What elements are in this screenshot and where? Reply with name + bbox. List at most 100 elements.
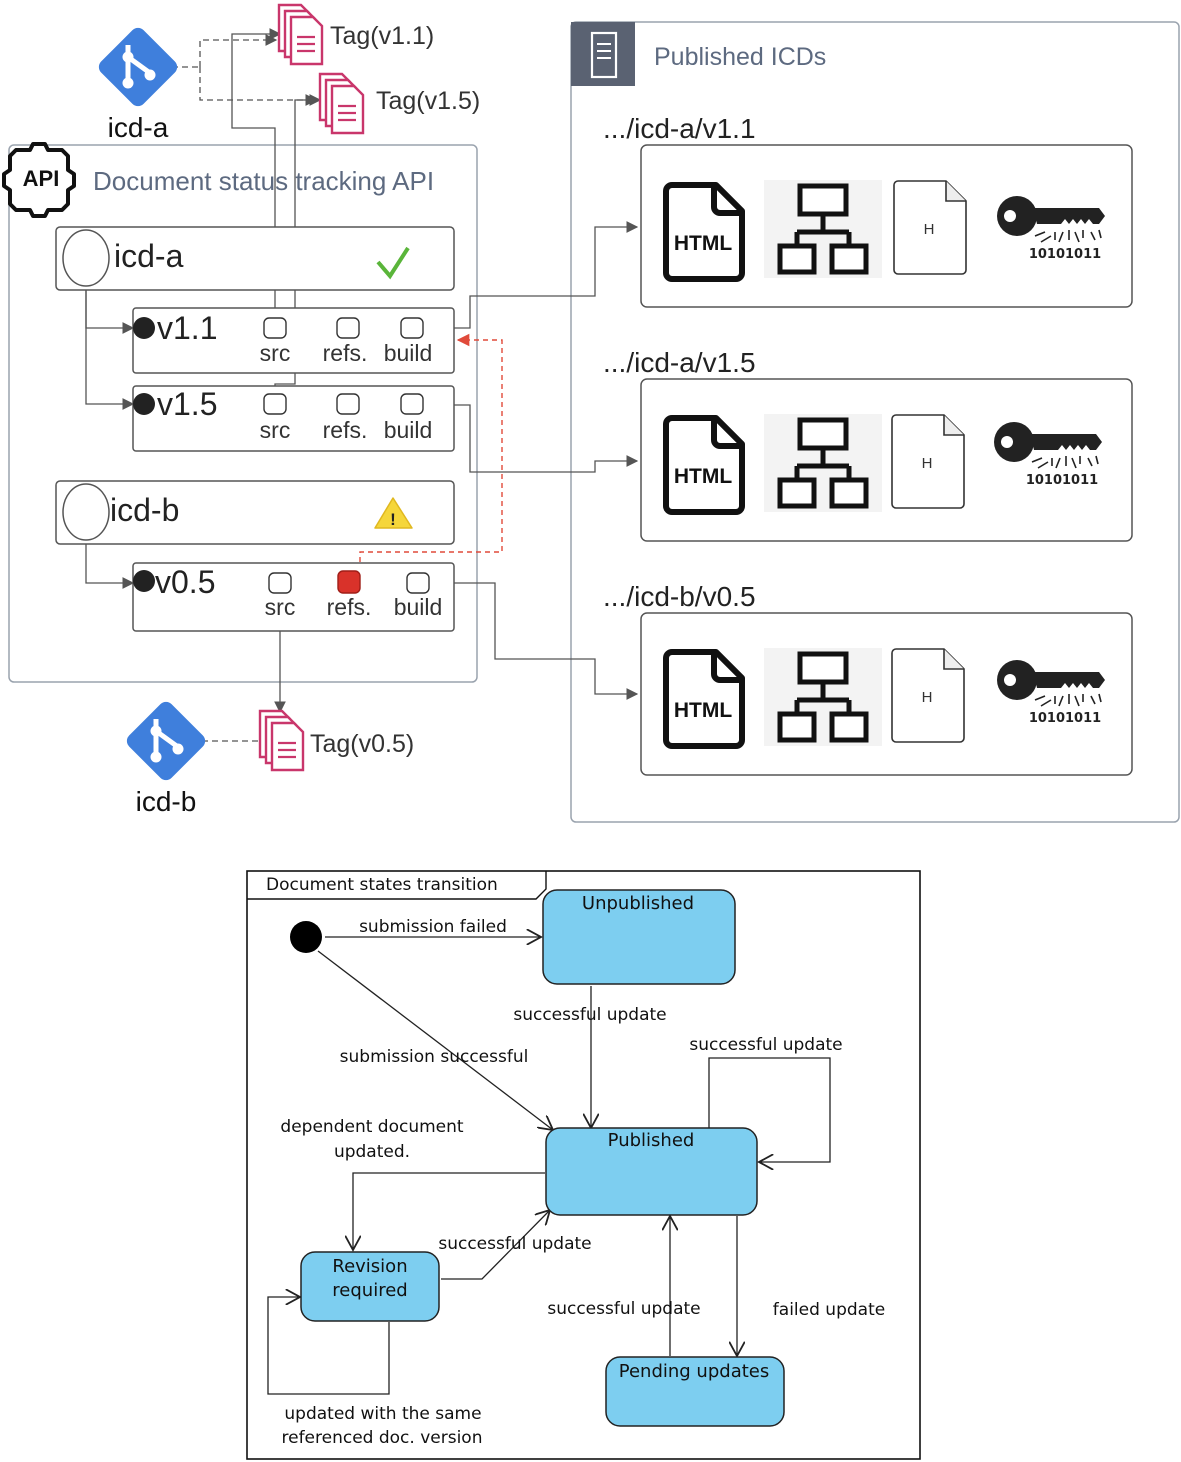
git-repo-icon xyxy=(96,25,181,110)
server-icon xyxy=(590,31,618,79)
doc-name: icd-a xyxy=(114,238,184,274)
header-file-icon: H xyxy=(891,648,965,743)
edge-label: dependent document xyxy=(280,1117,463,1137)
check-label: build xyxy=(394,594,443,620)
check-label: build xyxy=(384,340,433,366)
api-title: Document status tracking API xyxy=(93,166,434,196)
key-icon: 10101011 xyxy=(993,421,1103,488)
src-checkbox[interactable] xyxy=(263,317,287,339)
edge-label: submission failed xyxy=(359,917,507,937)
edge-label: successful update xyxy=(547,1299,700,1319)
edge-label: referenced doc. version xyxy=(282,1428,483,1448)
edge-label: updated with the same xyxy=(284,1404,481,1424)
check-label: refs. xyxy=(327,594,372,620)
edge-self-loop xyxy=(708,1057,831,1162)
sitemap-icon xyxy=(764,648,882,746)
state-unpublished[interactable]: Unpublished xyxy=(542,889,736,985)
state-pending-updates[interactable]: Pending updates xyxy=(605,1356,785,1427)
state-diagram: Document states transition Unpublished P… xyxy=(246,870,921,1460)
html-file-icon: HTML xyxy=(666,652,742,746)
tag-label: Tag(v1.1) xyxy=(330,22,434,50)
warning-icon: ! xyxy=(374,497,413,529)
key-icon: 10101011 xyxy=(996,195,1106,262)
svg-text:HTML: HTML xyxy=(674,699,732,722)
edge-revision-self xyxy=(267,1297,390,1395)
src-checkbox[interactable] xyxy=(268,572,292,594)
check-label: refs. xyxy=(323,417,368,443)
key-icon: 10101011 xyxy=(996,659,1106,726)
svg-text:API: API xyxy=(23,166,60,191)
sitemap-icon xyxy=(764,414,882,512)
tag-icon xyxy=(318,72,365,135)
edge-label: updated. xyxy=(334,1142,410,1162)
svg-text:10101011: 10101011 xyxy=(1029,711,1101,726)
repo-label: icd-a xyxy=(108,112,169,143)
edge-submission-successful xyxy=(317,950,553,1130)
frame-title: Document states transition xyxy=(266,875,498,895)
header-file-icon: H xyxy=(893,180,967,275)
svg-text:required: required xyxy=(332,1280,407,1301)
svg-text:HTML: HTML xyxy=(674,232,732,255)
git-repo-icon xyxy=(124,699,209,784)
refs-checkbox-failed[interactable] xyxy=(337,570,361,594)
edge-label: successful update xyxy=(438,1234,591,1254)
repo-label: icd-b xyxy=(136,786,197,817)
check-label: src xyxy=(260,340,291,366)
edge-label: successful update xyxy=(513,1005,666,1025)
doc-row-icd-b[interactable]: icd-b ! xyxy=(55,480,455,545)
tag-label: Tag(v0.5) xyxy=(310,730,414,758)
svg-text:10101011: 10101011 xyxy=(1026,473,1098,488)
doc-name: icd-b xyxy=(110,492,179,528)
edge-label: successful update xyxy=(689,1035,842,1055)
check-label: src xyxy=(260,417,291,443)
published-path: .../icd-b/v0.5 xyxy=(603,581,756,612)
check-icon xyxy=(376,246,410,280)
svg-text:H: H xyxy=(922,455,933,472)
build-checkbox[interactable] xyxy=(400,393,424,415)
header-file-icon: H xyxy=(891,414,965,509)
published-path: .../icd-a/v1.1 xyxy=(603,113,756,144)
tag-label: Tag(v1.5) xyxy=(376,87,480,115)
build-checkbox[interactable] xyxy=(400,317,424,339)
svg-text:Revision: Revision xyxy=(332,1256,407,1277)
svg-text:Unpublished: Unpublished xyxy=(582,893,694,914)
published-entry[interactable]: .../icd-a/v1.5 HTML H 10101011 xyxy=(603,347,1133,542)
check-label: src xyxy=(265,594,296,620)
edge-revision-published xyxy=(441,1210,550,1280)
doc-row-icd-a[interactable]: icd-a xyxy=(55,226,455,291)
svg-text:Pending updates: Pending updates xyxy=(619,1361,769,1382)
svg-text:Published: Published xyxy=(608,1130,695,1151)
html-file-icon: HTML xyxy=(666,185,742,279)
html-file-icon: HTML xyxy=(666,418,742,512)
refs-checkbox[interactable] xyxy=(336,317,360,339)
api-panel: API Document status tracking API xyxy=(2,142,478,683)
svg-text:!: ! xyxy=(390,510,396,529)
refs-checkbox[interactable] xyxy=(336,393,360,415)
state-revision-required[interactable]: Revision required xyxy=(300,1251,440,1322)
version-label: v0.5 xyxy=(155,564,215,600)
src-checkbox[interactable] xyxy=(263,393,287,415)
edge-label: submission successful xyxy=(340,1047,529,1067)
check-label: build xyxy=(384,417,433,443)
svg-text:HTML: HTML xyxy=(674,465,732,488)
initial-state xyxy=(290,921,322,953)
tag-icon xyxy=(277,3,324,66)
tag-icon xyxy=(258,709,305,772)
version-label: v1.1 xyxy=(157,310,217,346)
version-row[interactable]: v0.5 src refs. build xyxy=(132,562,455,632)
svg-text:10101011: 10101011 xyxy=(1029,247,1101,262)
version-label: v1.5 xyxy=(157,386,217,422)
svg-text:H: H xyxy=(924,221,935,238)
version-row[interactable]: v1.5 src refs. build xyxy=(132,385,455,452)
published-entry[interactable]: .../icd-b/v0.5 HTML H 10101011 xyxy=(603,581,1133,776)
state-published[interactable]: Published xyxy=(545,1127,758,1216)
build-checkbox[interactable] xyxy=(406,572,430,594)
version-row[interactable]: v1.1 src refs. build xyxy=(132,307,455,374)
svg-text:H: H xyxy=(922,689,933,706)
dependency-dashed-link xyxy=(359,333,503,562)
check-label: refs. xyxy=(323,340,368,366)
published-entry[interactable]: .../icd-a/v1.1 HTML H 10101011 xyxy=(603,113,1133,308)
published-path: .../icd-a/v1.5 xyxy=(603,347,756,378)
edge-published-revision xyxy=(353,1172,545,1250)
